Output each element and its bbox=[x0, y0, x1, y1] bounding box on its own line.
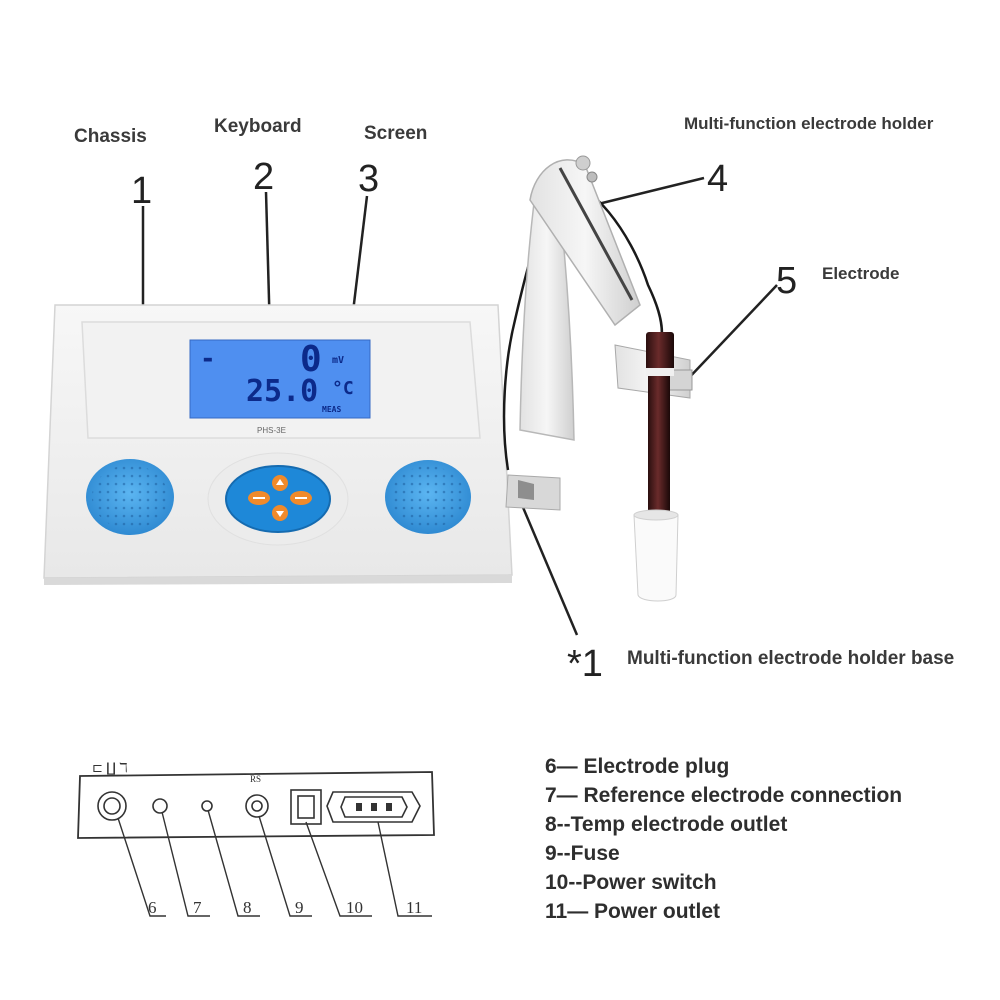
label-keyboard: Keyboard bbox=[214, 116, 302, 137]
temp-electrode-socket bbox=[201, 800, 213, 812]
rear-panel-leaders bbox=[117, 809, 432, 917]
rear-panel-number-8: 8 bbox=[243, 898, 252, 917]
number-1: 1 bbox=[131, 170, 153, 212]
electrode-plug-socket bbox=[97, 791, 127, 821]
label-electrode: Electrode bbox=[822, 264, 900, 283]
leader-line-5 bbox=[684, 284, 778, 383]
electrode-body bbox=[648, 376, 670, 516]
keypad bbox=[225, 465, 331, 533]
legend-item-temp-electrode: 8--Temp electrode outlet bbox=[545, 813, 788, 836]
rear-panel-number-10: 10 bbox=[346, 898, 363, 917]
power-outlet-inner bbox=[340, 796, 408, 818]
lcd-mode: MEAS bbox=[322, 405, 342, 414]
legend-item-reference-electrode: 7— Reference electrode connection bbox=[545, 784, 903, 807]
holder-knob-top bbox=[575, 155, 591, 171]
leader-line-4 bbox=[589, 176, 705, 208]
rear-panel-number-11: 11 bbox=[406, 898, 423, 917]
electrode-band bbox=[646, 368, 674, 376]
power-switch-rocker bbox=[297, 795, 315, 819]
lcd-sign: - bbox=[200, 344, 216, 374]
legend-item-power-switch: 10--Power switch bbox=[545, 871, 717, 894]
electrode-cap-rim bbox=[633, 509, 679, 521]
number-2: 2 bbox=[253, 156, 275, 198]
number-1-star: *1 bbox=[567, 643, 603, 685]
holder-base-clamp bbox=[518, 480, 534, 500]
label-electrode-holder: Multi-function electrode holder bbox=[684, 114, 934, 133]
keypad-keys bbox=[248, 475, 312, 521]
number-4: 4 bbox=[707, 158, 729, 200]
rear-panel-number-6: 6 bbox=[148, 898, 157, 917]
leader-line-1-star bbox=[520, 504, 579, 636]
rear-panel-rs-label: RS bbox=[250, 774, 262, 784]
electrode-top bbox=[646, 332, 674, 374]
lcd-unit: mV bbox=[332, 355, 345, 366]
fuse-holder bbox=[245, 794, 269, 818]
number-3: 3 bbox=[358, 158, 380, 200]
label-chassis: Chassis bbox=[74, 126, 147, 147]
holder-arm bbox=[529, 159, 641, 327]
rear-panel-number-9: 9 bbox=[295, 898, 304, 917]
label-electrode-holder-base: Multi-function electrode holder base bbox=[627, 648, 955, 669]
rear-panel-top-mark: ⊏ ∐ ℸ bbox=[92, 760, 128, 775]
lcd-value: 0 bbox=[300, 339, 322, 380]
holder-arm-slot bbox=[558, 167, 634, 301]
rear-panel-legend: 6— Electrode plug 7— Reference electrode… bbox=[545, 752, 902, 926]
model-label: PHS-3E bbox=[257, 426, 286, 435]
chassis-edge bbox=[44, 575, 512, 585]
holder-knob bbox=[586, 171, 598, 183]
power-outlet bbox=[326, 791, 421, 823]
legend-item-power-outlet: 11— Power outlet bbox=[545, 900, 721, 923]
lcd-temperature-unit: °C bbox=[332, 378, 354, 399]
fuse-holder-inner bbox=[251, 800, 263, 812]
left-speaker-grille bbox=[92, 465, 168, 529]
right-speaker-grille bbox=[391, 466, 465, 528]
reference-electrode-socket bbox=[152, 798, 168, 814]
electrode-plug-socket-inner bbox=[103, 797, 121, 815]
label-screen: Screen bbox=[364, 123, 428, 144]
lcd-screen bbox=[189, 339, 371, 419]
legend-item-fuse: 9--Fuse bbox=[545, 842, 620, 865]
legend-item-electrode-plug: 6— Electrode plug bbox=[545, 755, 730, 778]
electrode-protective-cap bbox=[633, 514, 679, 602]
number-5: 5 bbox=[776, 260, 798, 302]
rear-panel-number-7: 7 bbox=[193, 898, 202, 917]
lcd-temperature: 25.0 bbox=[246, 374, 319, 409]
